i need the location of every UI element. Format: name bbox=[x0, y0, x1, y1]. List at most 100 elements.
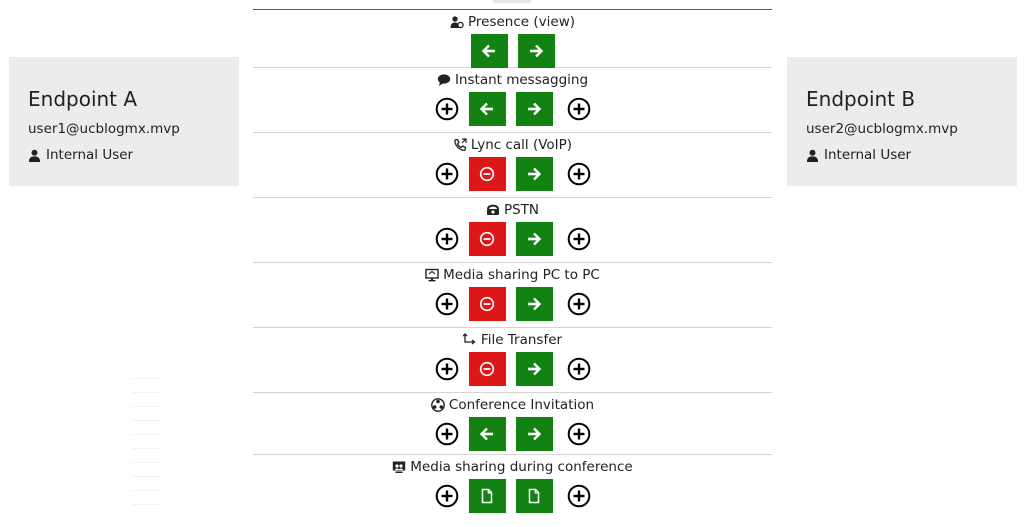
minus-circle-icon bbox=[479, 166, 495, 182]
media-conference-icon bbox=[392, 460, 406, 474]
arrow-right-icon bbox=[526, 296, 542, 312]
feature-title: PSTN bbox=[253, 201, 772, 219]
endpoint-b-user-type-label: Internal User bbox=[824, 147, 912, 163]
feature-controls bbox=[253, 92, 772, 126]
feature-label: Instant messagging bbox=[454, 72, 589, 88]
arrow-right-icon bbox=[526, 166, 542, 182]
add-left-button[interactable] bbox=[435, 227, 459, 251]
direction-right-button[interactable] bbox=[515, 417, 553, 451]
direction-right-button[interactable] bbox=[515, 352, 553, 386]
feature-label: Media sharing PC to PC bbox=[443, 267, 600, 283]
add-right-button[interactable] bbox=[567, 357, 591, 381]
add-left-button[interactable] bbox=[435, 97, 459, 121]
blocked-toggle-button[interactable] bbox=[468, 157, 506, 191]
direction-right-button[interactable] bbox=[515, 157, 553, 191]
endpoint-a-user-type-label: Internal User bbox=[46, 147, 134, 163]
direction-left-button[interactable] bbox=[468, 479, 506, 513]
arrow-right-icon bbox=[526, 101, 542, 117]
chat-icon bbox=[437, 73, 451, 87]
pstn-icon bbox=[486, 203, 500, 217]
minus-circle-icon bbox=[479, 296, 495, 312]
feature-label: Conference Invitation bbox=[448, 397, 595, 413]
endpoint-a-title: Endpoint A bbox=[28, 87, 138, 111]
arrow-left-icon bbox=[481, 43, 497, 59]
endpoint-a-email: user1@ucblogmx.mvp bbox=[28, 121, 180, 137]
feature-row: Instant messagging bbox=[253, 68, 772, 133]
blocked-toggle-button[interactable] bbox=[468, 222, 506, 256]
feature-title: File Transfer bbox=[253, 331, 772, 349]
feature-title: Lync call (VoIP) bbox=[253, 136, 772, 154]
feature-controls bbox=[253, 479, 772, 513]
feature-title: Media sharing during conference bbox=[253, 458, 772, 476]
direction-right-button[interactable] bbox=[517, 34, 555, 68]
feature-controls bbox=[253, 287, 772, 321]
feature-controls bbox=[253, 417, 772, 451]
add-left-button[interactable] bbox=[435, 292, 459, 316]
add-right-button[interactable] bbox=[567, 422, 591, 446]
direction-right-button[interactable] bbox=[515, 92, 553, 126]
feature-controls bbox=[253, 157, 772, 191]
add-right-button[interactable] bbox=[567, 227, 591, 251]
add-left-button[interactable] bbox=[435, 357, 459, 381]
add-left-button[interactable] bbox=[435, 422, 459, 446]
transfer-icon bbox=[462, 333, 477, 347]
feature-title: Instant messagging bbox=[253, 71, 772, 89]
add-left-button[interactable] bbox=[435, 484, 459, 508]
feature-title: Media sharing PC to PC bbox=[253, 266, 772, 284]
add-left-button[interactable] bbox=[435, 162, 459, 186]
add-right-button[interactable] bbox=[567, 97, 591, 121]
arrow-right-icon bbox=[526, 426, 542, 442]
minus-circle-icon bbox=[479, 361, 495, 377]
minus-circle-icon bbox=[479, 231, 495, 247]
add-right-button[interactable] bbox=[567, 292, 591, 316]
feature-row: Media sharing during conference bbox=[253, 455, 772, 527]
user-icon bbox=[28, 149, 41, 162]
endpoint-a-user-type: Internal User bbox=[28, 147, 239, 163]
arrow-left-icon bbox=[479, 426, 495, 442]
add-right-button[interactable] bbox=[567, 484, 591, 508]
feature-label: File Transfer bbox=[480, 332, 563, 348]
feature-controls bbox=[253, 34, 772, 68]
top-divider bbox=[253, 9, 772, 10]
feature-title: Presence (view) bbox=[253, 13, 772, 31]
endpoint-b-user-type: Internal User bbox=[806, 147, 1017, 163]
feature-label: Presence (view) bbox=[468, 14, 575, 30]
blocked-toggle-button[interactable] bbox=[468, 352, 506, 386]
conference-icon bbox=[431, 398, 445, 412]
direction-left-button[interactable] bbox=[468, 417, 506, 451]
endpoint-b-email: user2@ucblogmx.mvp bbox=[806, 121, 958, 137]
direction-left-button[interactable] bbox=[468, 92, 506, 126]
feature-row: Conference Invitation bbox=[253, 393, 772, 455]
decorative-lines bbox=[132, 378, 160, 527]
direction-right-button[interactable] bbox=[515, 287, 553, 321]
arrow-left-icon bbox=[479, 101, 495, 117]
feature-row: Media sharing PC to PC bbox=[253, 263, 772, 328]
phone-icon bbox=[453, 138, 467, 152]
feature-label: Lync call (VoIP) bbox=[470, 137, 573, 153]
top-stub bbox=[493, 0, 531, 3]
feature-label: PSTN bbox=[503, 202, 540, 218]
arrow-right-icon bbox=[528, 43, 544, 59]
document-icon bbox=[479, 488, 495, 504]
presence-icon bbox=[450, 15, 464, 29]
feature-row: PSTN bbox=[253, 198, 772, 263]
endpoint-a-panel: Endpoint A user1@ucblogmx.mvp Internal U… bbox=[9, 57, 239, 186]
feature-row: File Transfer bbox=[253, 328, 772, 393]
direction-right-button[interactable] bbox=[515, 479, 553, 513]
feature-controls bbox=[253, 222, 772, 256]
direction-left-button[interactable] bbox=[470, 34, 508, 68]
feature-title: Conference Invitation bbox=[253, 396, 772, 414]
direction-right-button[interactable] bbox=[515, 222, 553, 256]
add-right-button[interactable] bbox=[567, 162, 591, 186]
arrow-right-icon bbox=[526, 361, 542, 377]
monitor-icon bbox=[425, 268, 439, 282]
feature-label: Media sharing during conference bbox=[410, 459, 633, 475]
arrow-right-icon bbox=[526, 231, 542, 247]
endpoint-b-title: Endpoint B bbox=[806, 87, 916, 111]
document-icon bbox=[526, 488, 542, 504]
feature-controls bbox=[253, 352, 772, 386]
endpoint-b-panel: Endpoint B user2@ucblogmx.mvp Internal U… bbox=[787, 57, 1017, 186]
feature-row: Presence (view) bbox=[253, 10, 772, 68]
blocked-toggle-button[interactable] bbox=[468, 287, 506, 321]
